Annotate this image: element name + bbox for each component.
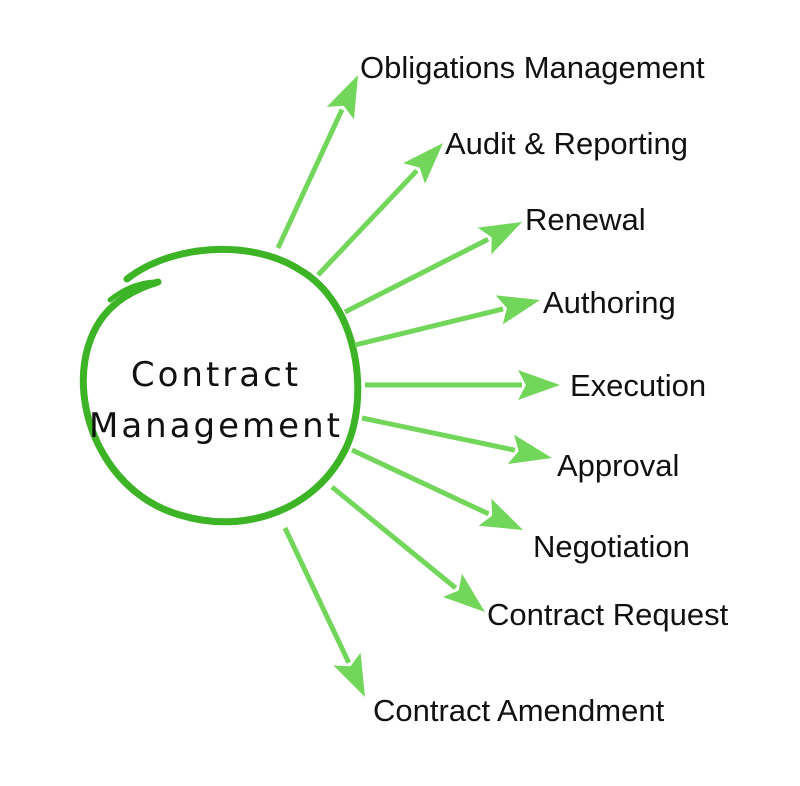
arrow-head xyxy=(477,222,522,255)
arrow-shaft xyxy=(282,526,352,664)
circle-brush-tail xyxy=(107,279,160,303)
arrow-8 xyxy=(330,485,485,612)
arrow-3 xyxy=(343,222,522,315)
arrow-head xyxy=(478,498,523,530)
arrow-7 xyxy=(350,447,523,530)
arrow-shaft xyxy=(354,306,504,348)
arrow-head xyxy=(326,75,358,120)
branch-label-contract-amendment: Contract Amendment xyxy=(373,693,665,728)
arrow-head xyxy=(403,143,443,184)
branch-label-contract-request: Contract Request xyxy=(487,597,729,632)
branch-label-authoring: Authoring xyxy=(543,285,676,320)
arrow-5 xyxy=(365,370,560,400)
branch-labels: Obligations Management Audit & Reporting… xyxy=(360,50,729,728)
arrow-4 xyxy=(354,295,540,348)
branch-label-negotiation: Negotiation xyxy=(533,529,690,564)
branch-label-execution: Execution xyxy=(570,368,706,403)
arrow-2 xyxy=(316,143,443,277)
branch-label-obligations-management: Obligations Management xyxy=(360,50,705,85)
arrow-shaft xyxy=(350,447,490,517)
arrow-9 xyxy=(282,526,365,697)
center-title-line2: Management xyxy=(89,406,343,446)
arrow-1 xyxy=(275,75,358,250)
arrow-head xyxy=(507,434,552,465)
arrow-head xyxy=(495,295,540,325)
arrow-shaft xyxy=(316,168,419,277)
arrow-6 xyxy=(361,415,552,465)
arrow-shaft xyxy=(330,485,458,590)
arrow-shaft xyxy=(343,236,490,315)
arrow-head xyxy=(333,652,365,697)
arrow-head xyxy=(518,370,560,400)
arrow-head xyxy=(442,573,485,612)
branch-label-renewal: Renewal xyxy=(525,202,646,237)
branch-label-audit-reporting: Audit & Reporting xyxy=(445,126,688,161)
center-title-line1: Contract xyxy=(131,355,301,395)
arrows xyxy=(275,75,560,697)
arrow-shaft xyxy=(361,415,516,453)
center-circle xyxy=(79,245,362,526)
arrow-shaft xyxy=(275,108,345,250)
branch-label-approval: Approval xyxy=(557,448,679,483)
center-node: Contract Management xyxy=(79,245,362,526)
